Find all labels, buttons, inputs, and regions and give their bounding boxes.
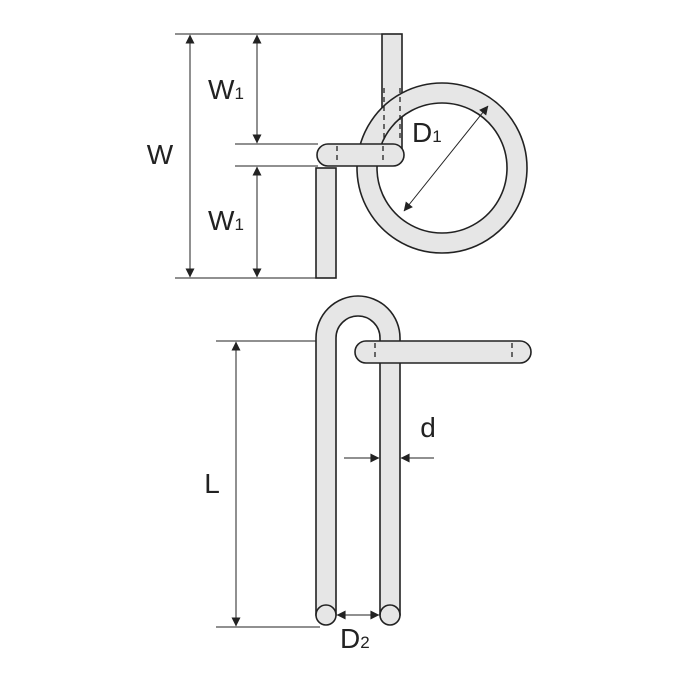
label-W1-lower-sub: 1 — [234, 215, 243, 234]
top-view: W W1 W1 D1 — [147, 33, 528, 279]
top-cross-bar — [316, 143, 405, 167]
label-D1: D1 — [412, 117, 442, 148]
label-D1-sub: 1 — [432, 127, 441, 146]
label-W1-lower-main: W — [208, 205, 235, 236]
label-D2-main: D — [340, 623, 360, 654]
label-W1-upper: W1 — [208, 74, 244, 105]
right-leg-end-hidden — [379, 604, 401, 616]
label-d: d — [420, 412, 436, 443]
label-D2-sub: 2 — [360, 633, 369, 652]
left-leg-end — [315, 604, 337, 626]
right-leg-end — [379, 604, 401, 626]
side-view: L d D2 — [204, 295, 532, 654]
label-W1-upper-sub: 1 — [234, 84, 243, 103]
u-pin — [315, 295, 401, 616]
ring — [356, 82, 528, 254]
label-D1-main: D — [412, 117, 432, 148]
label-W1-lower: W1 — [208, 205, 244, 236]
dim-D1 — [403, 105, 489, 212]
top-lower-leg — [315, 167, 337, 279]
label-D2: D2 — [340, 623, 370, 654]
side-cross-bar — [354, 340, 532, 364]
label-W1-upper-main: W — [208, 74, 235, 105]
label-W: W — [147, 139, 174, 170]
label-L: L — [204, 468, 220, 499]
